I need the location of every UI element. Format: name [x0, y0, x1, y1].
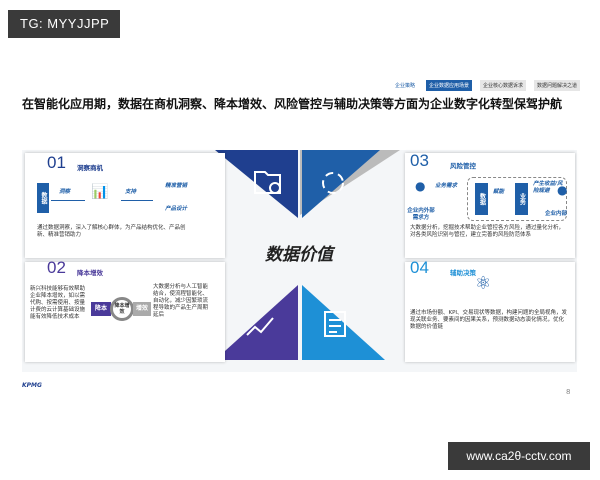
center-label: 数据价值	[265, 245, 333, 265]
page-number: 8	[566, 388, 571, 396]
data-box: 数据	[475, 183, 488, 215]
card-heading: 降本增效	[77, 269, 103, 277]
card-description: 大数据分析，挖掘技术帮助企业管控各方风险，通过量化分析，对各类风险识别与管控，建…	[410, 225, 565, 238]
card-number: 04	[410, 258, 429, 277]
card-cost: 02 降本增效 新兴科技能够有效帮助企业降本增效，如以需代购、按需使用、按量计费…	[25, 258, 225, 362]
presentation-chart-icon: 📊	[91, 184, 109, 200]
card-description: 通过数据洞察，深入了解核心群体，为产品结构优化、产品创新、精准营销助力	[37, 225, 186, 238]
watermark-top: TG: MYYJJPP	[8, 10, 120, 38]
person-icon: ●	[415, 179, 426, 193]
internal-label: 企业内部	[545, 211, 568, 217]
arrow-label: 支持	[125, 189, 137, 195]
watermark-bottom: www.ca2θ-cctv.com	[448, 442, 590, 470]
quadrant-top-right	[302, 150, 380, 218]
right-description: 大数据分析与人工智能结合，使流程智能化、自动化，减少因繁琐流程导致的产品生产周期…	[153, 284, 209, 318]
card-number: 02	[47, 258, 66, 277]
tab-demands[interactable]: 企业核心数据诉求	[479, 80, 526, 91]
quadrant-bottom-left	[215, 285, 298, 360]
cost-tag: 降本	[91, 302, 111, 316]
quadrant-top-left	[215, 150, 298, 218]
arrow-label: 洞察	[59, 189, 71, 195]
tab-scenarios[interactable]: 企业数据应用场景	[425, 80, 472, 91]
person-icon: ●	[557, 183, 568, 197]
card-heading: 洞察商机	[77, 164, 103, 172]
tab-strategy[interactable]: 企业策略	[394, 83, 415, 89]
arrow-label: 业务需求	[435, 183, 458, 189]
checklist-icon	[324, 311, 346, 337]
data-box: 数据	[37, 183, 49, 213]
business-box: 业务	[515, 183, 528, 215]
growth-chart-icon	[246, 317, 274, 336]
folder-search-icon	[254, 171, 281, 194]
card-number: 01	[47, 153, 66, 172]
output-label: 精准营销	[165, 183, 188, 189]
requester-label: 企业内外部需求方	[407, 208, 435, 221]
card-risk: 03 风险管控 ● 企业内外部需求方 业务需求 数据 赋能 业务 产生收益/风险…	[405, 151, 575, 258]
process-frame	[467, 177, 567, 221]
page-title: 在智能化应用期，数据在商机洞察、降本增效、风险管控与辅助决策等方面为企业数字化转…	[22, 97, 563, 111]
efficiency-tag: 增效	[133, 302, 151, 316]
atom-icon: ⚛	[475, 273, 492, 294]
card-decision: 04 辅助决策 ⚛ 通过市场份额、KPI、交易现状等数据，构建问题的全局视角，发…	[405, 258, 575, 362]
arrow	[121, 200, 153, 201]
card-heading: 风险管控	[450, 162, 476, 170]
nav-tabs: 企业策略 企业数据应用场景 企业核心数据诉求 数据问题解决之道	[392, 80, 580, 91]
cycle-icon	[322, 172, 344, 194]
card-description: 通过市场份额、KPI、交易现状等数据，构建问题的全局视角，发现关联业务、要素间的…	[410, 310, 568, 330]
output-label: 产品设计	[165, 206, 188, 212]
tab-solutions[interactable]: 数据问题解决之道	[533, 80, 580, 91]
left-description: 新兴科技能够有效帮助企业降本增效，如以需代购、按需使用、按量计费的云计算基础设施…	[30, 286, 86, 320]
arrow-label: 产生收益/风险规避	[533, 181, 563, 194]
center-tag: 降本增效	[110, 297, 134, 321]
card-number: 03	[410, 151, 429, 170]
card-insight: 01 洞察商机 数据 洞察 📊 支持 精准营销 产品设计 通过数据洞察，深入了解…	[25, 153, 225, 258]
card-heading: 辅助决策	[450, 269, 476, 277]
arrow	[51, 200, 85, 201]
arrow-label: 赋能	[493, 189, 505, 195]
kpmg-logo: KPMG	[22, 382, 42, 389]
quadrant-bottom-right	[302, 285, 385, 360]
